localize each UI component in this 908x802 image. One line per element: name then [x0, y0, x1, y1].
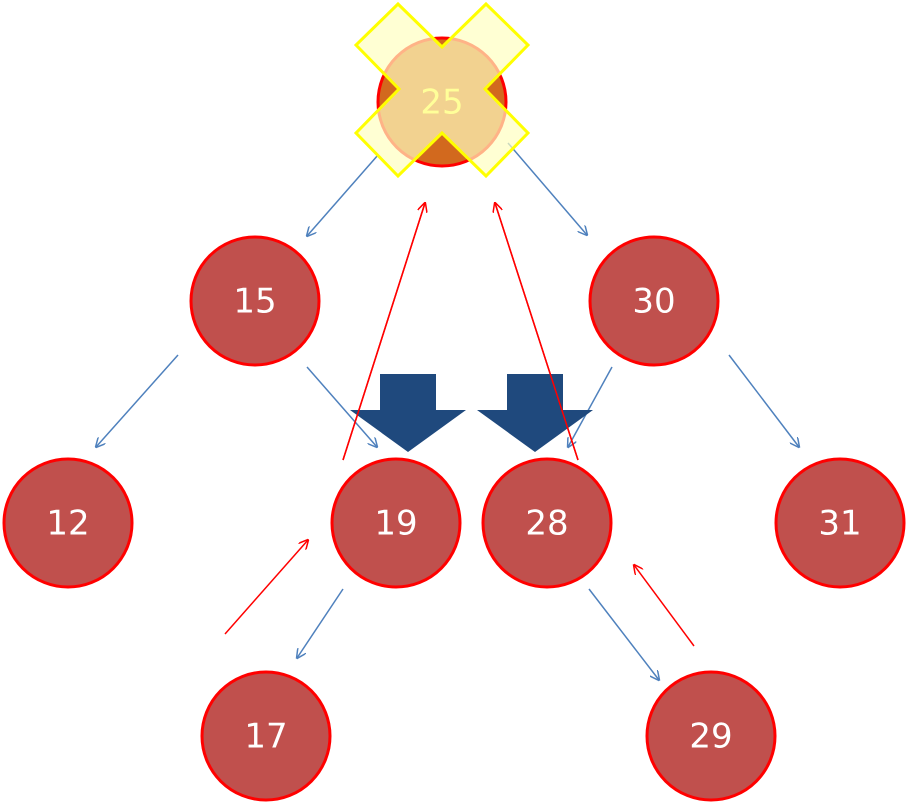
candidate-down-arrow-icon [477, 374, 593, 452]
child-edges [96, 142, 799, 680]
tree-nodes: 15 30 12 19 28 31 17 29 [2, 36, 906, 802]
tree-node-28: 28 [481, 457, 613, 589]
node-label: 29 [689, 717, 732, 757]
node-label: 28 [525, 504, 568, 544]
red-edge-17-19 [224, 540, 308, 635]
edge-30-31 [728, 354, 799, 447]
red-edge-29-28 [634, 565, 695, 647]
tree-node-17: 17 [200, 670, 332, 802]
tree-node-15: 15 [189, 235, 321, 367]
node-label: 25 [420, 83, 463, 123]
tree-node-29: 29 [645, 670, 777, 802]
edge-30-28 [568, 366, 613, 447]
tree-node-12: 12 [2, 457, 134, 589]
node-label: 12 [46, 504, 89, 544]
edge-15-12 [96, 354, 179, 447]
red-edge-overlay [494, 202, 579, 461]
node-label: 30 [632, 282, 675, 322]
tree-node-31: 31 [774, 457, 906, 589]
edge-19-17 [297, 588, 344, 658]
tree-node-30: 30 [588, 235, 720, 367]
node-label: 31 [818, 504, 861, 544]
red-edge-overlay [342, 202, 426, 461]
edge-25-30 [507, 142, 587, 235]
node-label: 15 [233, 282, 276, 322]
node-label: 17 [244, 717, 287, 757]
candidate-down-arrow-icon [350, 374, 466, 452]
node-label: 19 [374, 504, 417, 544]
edge-25-15 [307, 154, 379, 236]
edge-15-19 [306, 366, 377, 447]
tree-node-19: 19 [330, 457, 462, 589]
delete-cross-icon [353, 1, 531, 179]
edge-28-29 [588, 588, 659, 680]
